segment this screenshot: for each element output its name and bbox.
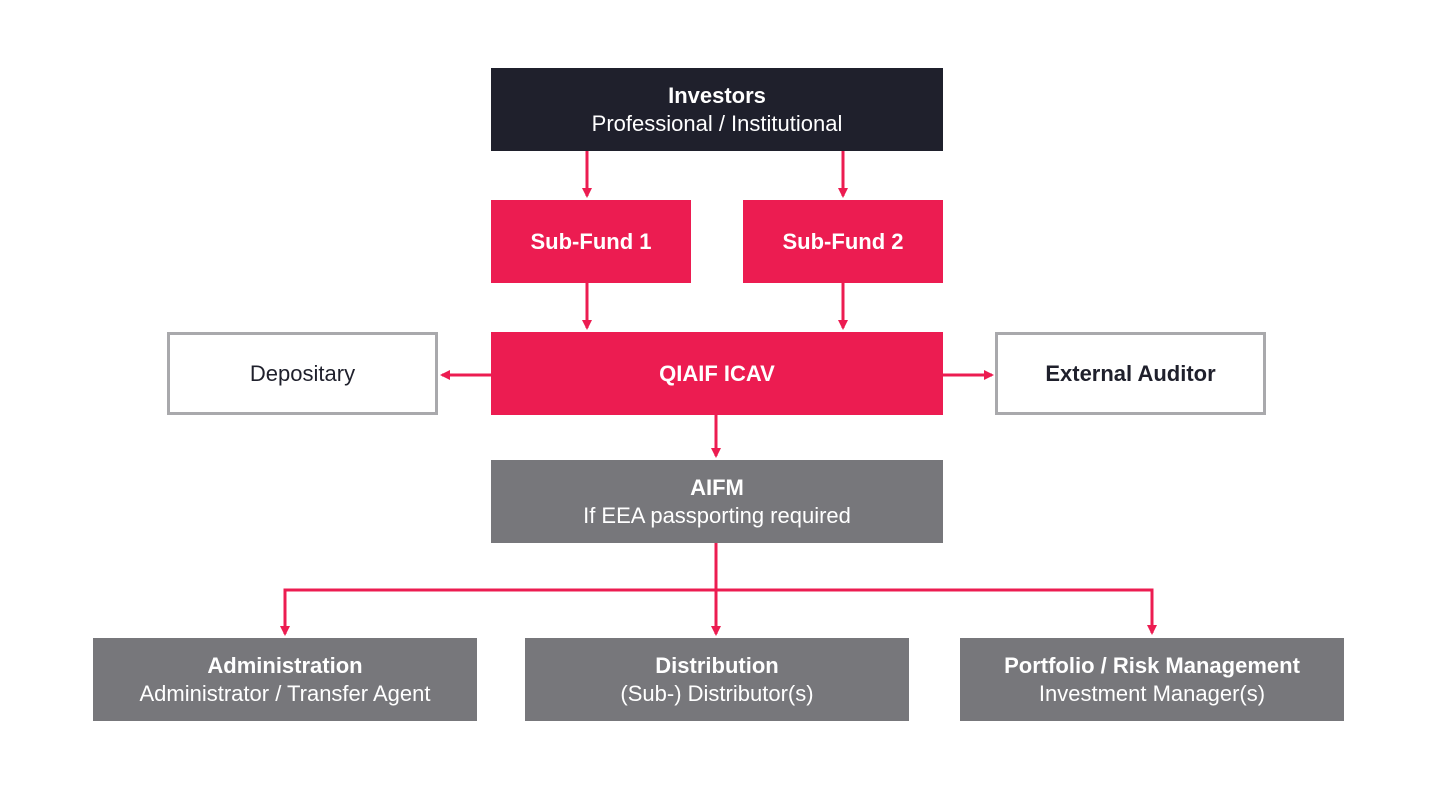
qiaif-icav-box: QIAIF ICAV [491,332,943,415]
investors-box: Investors Professional / Institutional [491,68,943,151]
subfund1-title: Sub-Fund 1 [530,228,652,254]
administration-box: Administration Administrator / Transfer … [93,638,477,721]
aifm-title: AIFM [690,475,744,500]
external-auditor-title: External Auditor [1045,360,1216,386]
administration-subtitle: Administrator / Transfer Agent [139,680,431,706]
aifm-subtitle: If EEA passporting required [583,502,851,528]
distribution-box: Distribution (Sub-) Distributor(s) [525,638,909,721]
qiaif-icav-title: QIAIF ICAV [659,360,775,386]
investors-subtitle: Professional / Institutional [591,110,843,136]
distribution-title: Distribution [655,653,779,678]
depositary-box: Depositary [167,332,438,415]
aifm-box: AIFM If EEA passporting required [491,460,943,543]
portfolio-risk-box: Portfolio / Risk Management Investment M… [960,638,1344,721]
subfund2-title: Sub-Fund 2 [782,228,904,254]
external-auditor-box: External Auditor [995,332,1266,415]
subfund2-box: Sub-Fund 2 [743,200,943,283]
distribution-subtitle: (Sub-) Distributor(s) [620,680,814,706]
portfolio-risk-title: Portfolio / Risk Management [1004,653,1300,678]
aifm-branch-line [283,588,1157,635]
portfolio-risk-subtitle: Investment Manager(s) [1038,680,1266,706]
subfund1-box: Sub-Fund 1 [491,200,691,283]
administration-title: Administration [207,653,363,678]
depositary-label: Depositary [249,360,356,386]
investors-title: Investors [668,83,766,108]
